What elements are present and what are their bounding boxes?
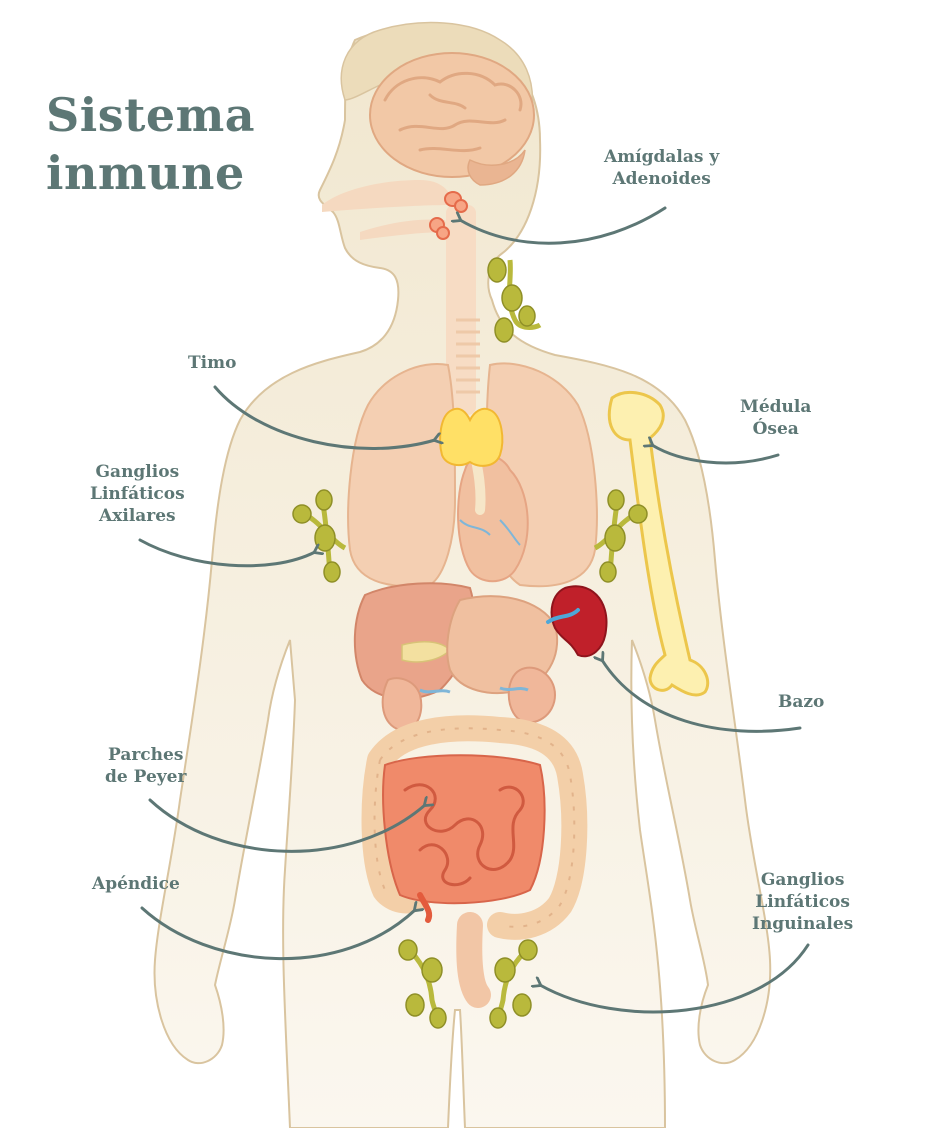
inguinal-lymph-nodes-left	[398, 939, 447, 1029]
appendix	[417, 892, 433, 923]
label-line: Axilares	[99, 506, 176, 526]
arrow-timo	[213, 385, 435, 450]
arrow-inguinales	[540, 943, 810, 1014]
arrow-apendice	[140, 908, 415, 961]
tonsils-adenoids	[429, 191, 468, 240]
label-amigdalas-adenoides: Amígdalas y Adenoides	[604, 146, 719, 190]
cervical-lymph-nodes	[487, 257, 542, 343]
label-ganglios-inguinales: Ganglios Linfáticos Inguinales	[752, 869, 853, 935]
inguinal-lymph-nodes-right	[489, 939, 538, 1029]
arrow-peyer	[148, 800, 425, 853]
label-medula-osea: Médula Ósea	[740, 396, 811, 440]
arrow-axilares	[138, 538, 315, 568]
label-apendice: Apéndice	[92, 873, 180, 895]
label-line: Linfáticos	[755, 892, 850, 912]
label-line: de Peyer	[105, 767, 187, 787]
arrow-medula	[652, 445, 780, 465]
label-line: Parches	[108, 745, 184, 765]
label-line: Médula	[740, 397, 812, 417]
diagram-title: Sistema inmune	[46, 86, 255, 202]
small-intestine	[382, 754, 546, 905]
label-timo: Timo	[188, 352, 236, 374]
label-line: Ganglios	[760, 870, 845, 890]
large-intestine	[361, 715, 588, 1008]
label-line: Inguinales	[752, 914, 854, 934]
label-line: Apéndice	[92, 874, 180, 894]
label-ganglios-axilares: Ganglios Linfáticos Axilares	[90, 461, 185, 527]
label-bazo: Bazo	[778, 691, 824, 713]
title-line-2: inmune	[46, 146, 245, 200]
label-line: Adenoides	[612, 169, 711, 189]
title-line-1: Sistema	[46, 88, 256, 142]
label-line: Ganglios	[95, 462, 180, 482]
thymus	[439, 407, 504, 467]
axillary-lymph-nodes-left	[292, 489, 347, 583]
bone-marrow	[607, 390, 710, 697]
label-line: Timo	[188, 353, 237, 373]
brain	[369, 52, 535, 186]
arrow-amigdalas	[460, 206, 667, 245]
label-line: Bazo	[778, 692, 825, 712]
label-parches-peyer: Parches de Peyer	[105, 744, 186, 788]
throat	[322, 180, 480, 415]
axillary-lymph-nodes-right	[593, 489, 648, 583]
label-line: Linfáticos	[90, 484, 185, 504]
arrow-bazo	[602, 660, 802, 733]
spleen	[546, 585, 608, 658]
label-line: Amígdalas y	[604, 147, 720, 167]
label-line: Ósea	[752, 419, 799, 439]
kidneys	[381, 666, 557, 732]
